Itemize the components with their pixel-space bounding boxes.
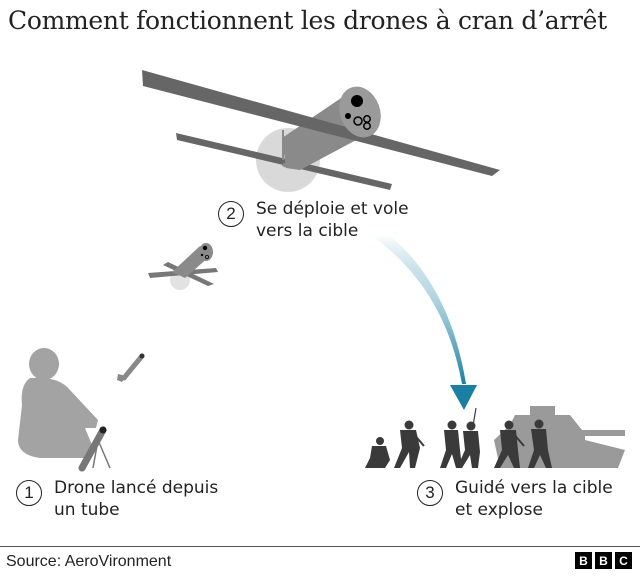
step-description: Drone lancé depuis un tube (54, 478, 219, 520)
step-2: 2 Se déploie et vole vers la cible (218, 198, 409, 242)
soldiers-group-icon (365, 407, 552, 468)
step-description: Guidé vers la cible et explose (455, 478, 613, 520)
launch-tube-icon (78, 426, 111, 472)
footer-divider (0, 546, 640, 547)
launched-drone-icon (117, 353, 145, 382)
tank-icon (494, 406, 625, 468)
step-description: Se déploie et vole vers la cible (256, 199, 409, 241)
step-number-badge: 2 (218, 201, 244, 227)
bbc-logo-block: C (615, 552, 632, 569)
small-drone-icon (148, 243, 218, 290)
step-1: 1 Drone lancé depuis un tube (16, 477, 218, 521)
kneeling-soldier-icon (18, 348, 98, 458)
step-number-badge: 3 (417, 480, 443, 506)
illustration (18, 70, 625, 472)
infographic-title: Comment fonctionnent les drones à cran d… (8, 6, 607, 35)
flight-path-arrow-icon (375, 234, 477, 410)
bbc-logo-block: B (575, 552, 592, 569)
bbc-logo: B B C (575, 552, 632, 569)
step-number-badge: 1 (16, 480, 42, 506)
step-3: 3 Guidé vers la cible et explose (417, 477, 613, 521)
source-credit: Source: AeroVironment (6, 553, 172, 570)
large-drone-icon (142, 70, 500, 192)
bbc-logo-block: B (595, 552, 612, 569)
